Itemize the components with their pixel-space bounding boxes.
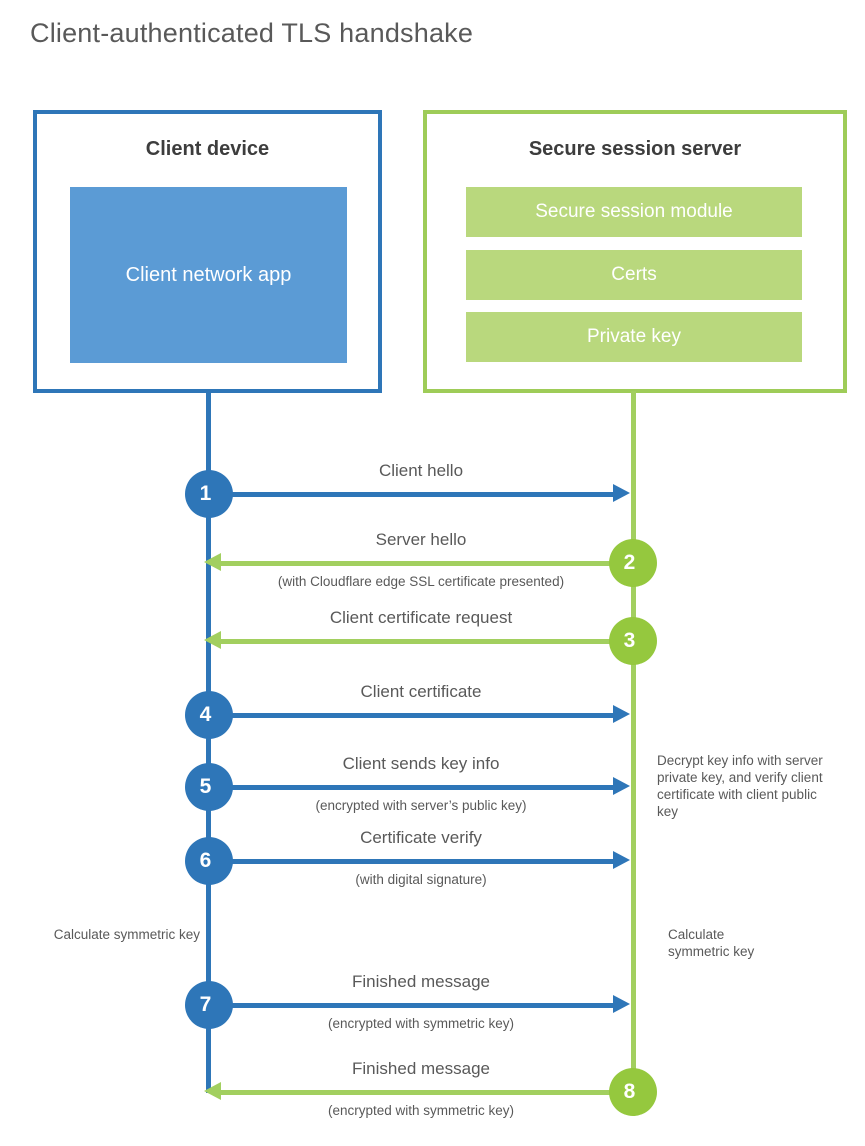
- server-module-certs: Certs: [466, 250, 802, 300]
- step-8-marker: 8: [609, 1068, 657, 1116]
- step-3-arrowhead-left-icon: [204, 631, 221, 649]
- step-5-arrow-line: [230, 785, 614, 790]
- step-4-arrow-line: [230, 713, 614, 718]
- step-4-arrowhead-right-icon: [613, 705, 630, 723]
- secure-session-server-title: Secure session server: [528, 138, 742, 160]
- step-7-sublabel: (encrypted with symmetric key): [327, 1016, 515, 1031]
- step-6-sublabel: (with digital signature): [355, 872, 487, 887]
- step-7-label: Finished message: [352, 972, 490, 991]
- step-8-sublabel: (encrypted with symmetric key): [327, 1103, 515, 1118]
- step-4-label: Client certificate: [360, 682, 482, 701]
- server-module-private-key: Private key: [466, 312, 802, 362]
- step-1-label: Client hello: [378, 461, 464, 480]
- step-2-sublabel: (with Cloudflare edge SSL certificate pr…: [277, 574, 565, 589]
- step-3-label: Client certificate request: [329, 608, 513, 627]
- step-2-label: Server hello: [375, 530, 467, 549]
- calculate-symmetric-key-note-client: Calculate symmetric key: [53, 927, 200, 942]
- step-1-arrow-line: [230, 492, 614, 497]
- step-8-arrow-line: [221, 1090, 610, 1095]
- step-6-arrow-line: [230, 859, 614, 864]
- calculate-symmetric-key-note-server: Calculate symmetric key: [668, 927, 755, 959]
- page-title: Client-authenticated TLS handshake: [30, 18, 474, 48]
- step-5-arrowhead-right-icon: [613, 777, 630, 795]
- step-7-arrowhead-right-icon: [613, 995, 630, 1013]
- step-8-arrowhead-left-icon: [204, 1082, 221, 1100]
- step-1-marker: 1: [185, 470, 233, 518]
- server-module-secure-session: Secure session module: [466, 187, 802, 237]
- step-2-marker: 2: [609, 539, 657, 587]
- step-6-label: Certificate verify: [360, 828, 482, 847]
- step-2-arrow-line: [221, 561, 610, 566]
- step-6-arrowhead-right-icon: [613, 851, 630, 869]
- client-network-app-box: Client network app: [70, 187, 347, 363]
- step-1-arrowhead-right-icon: [613, 484, 630, 502]
- step-7-marker: 7: [185, 981, 233, 1029]
- step-7-arrow-line: [230, 1003, 614, 1008]
- client-lifeline: [206, 391, 211, 1093]
- step-6-marker: 6: [185, 837, 233, 885]
- decrypt-key-info-note: Decrypt key info with server private key…: [657, 753, 823, 819]
- client-device-title: Client device: [145, 138, 270, 160]
- step-2-arrowhead-left-icon: [204, 553, 221, 571]
- step-5-label: Client sends key info: [342, 754, 500, 773]
- step-3-marker: 3: [609, 617, 657, 665]
- step-5-sublabel: (encrypted with server’s public key): [315, 798, 527, 813]
- step-8-label: Finished message: [352, 1059, 490, 1078]
- step-5-marker: 5: [185, 763, 233, 811]
- step-4-marker: 4: [185, 691, 233, 739]
- step-3-arrow-line: [221, 639, 610, 644]
- server-lifeline: [631, 391, 636, 1091]
